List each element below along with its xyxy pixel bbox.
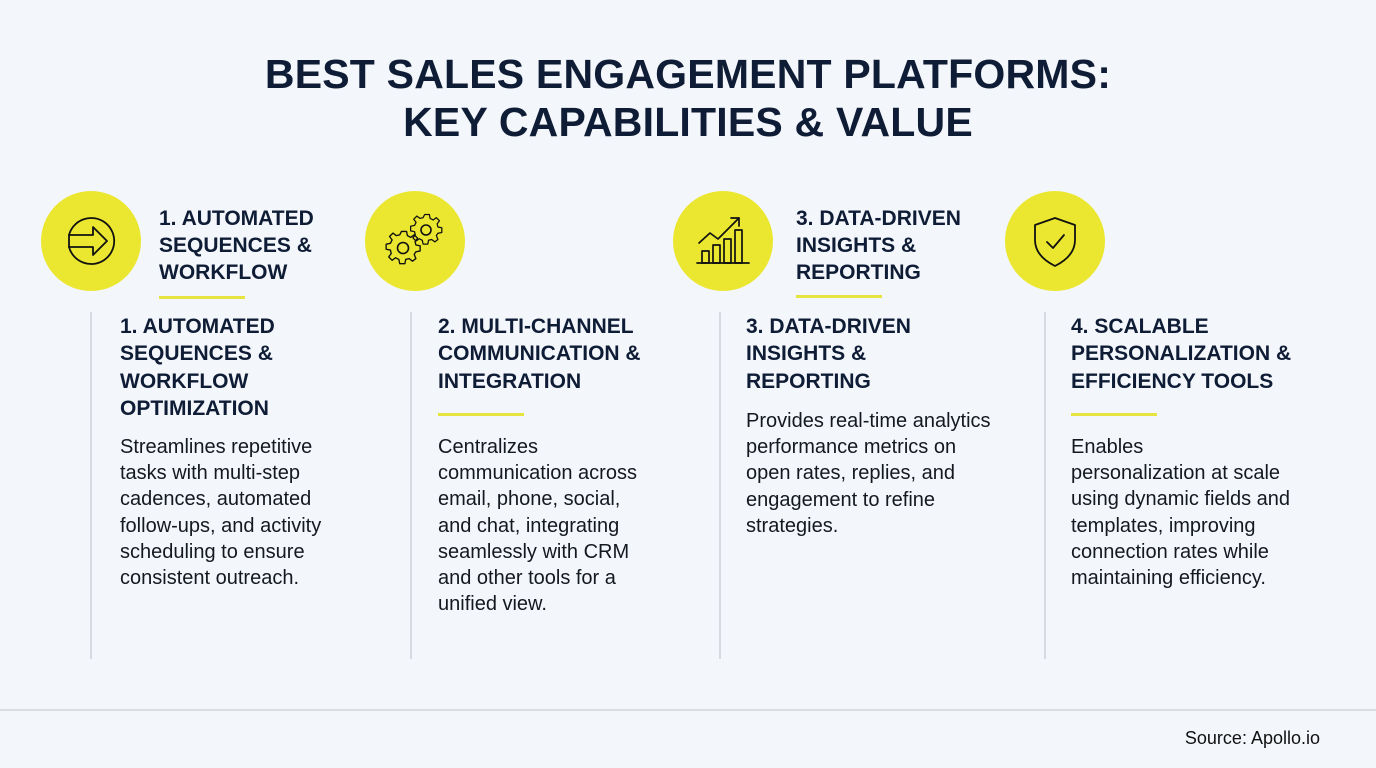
card-4-heading: 4. SCALABLE PERSONALIZATION & EFFICIENCY…: [1071, 313, 1291, 395]
card-1-body-line: Streamlines repetitive: [120, 436, 313, 458]
source-credit: Source: Apollo.io: [1184, 728, 1320, 748]
footer-divider: [0, 709, 1376, 711]
top-label-3-underline: [796, 295, 882, 298]
page-title-line-2: KEY CAPABILITIES & VALUE: [403, 99, 973, 145]
top-label-3-line-2: INSIGHTS &: [796, 234, 917, 257]
icon-circle-4: [1005, 191, 1105, 291]
card-2-heading-line: 2. MULTI-CHANNEL: [438, 315, 634, 338]
card-4-body-line: using dynamic fields and: [1071, 488, 1291, 511]
card-4-body-line: personalization at scale: [1071, 462, 1281, 485]
card-4-heading-line: EFFICIENCY TOOLS: [1071, 369, 1274, 393]
card-2-body-line: unified view.: [438, 593, 547, 616]
page-title-line-1: BEST SALES ENGAGEMENT PLATFORMS:: [264, 51, 1112, 97]
arrow-right-circle-icon: [68, 217, 116, 265]
icon-circle-2: [365, 191, 465, 291]
card-1-body-line: consistent outreach.: [120, 567, 299, 590]
card-4-body-line: templates, improving: [1071, 514, 1256, 537]
page-title: BEST SALES ENGAGEMENT PLATFORMS: KEY CAP…: [0, 50, 1376, 146]
top-label-1-line-3: WORKFLOW: [159, 261, 288, 284]
gears-icon: [385, 213, 443, 265]
card-2-body-line: Centralizes: [438, 436, 539, 458]
card-3-body-line: open rates, replies, and: [746, 462, 956, 485]
card-1-heading-line: SEQUENCES &: [120, 342, 273, 366]
card-1-heading-line: WORKFLOW: [120, 369, 249, 393]
top-label-3-line-1: 3. DATA-DRIVEN: [796, 207, 961, 230]
card-3-heading-line: REPORTING: [746, 369, 871, 393]
card-4-divider: [1044, 312, 1046, 659]
card-2-heading: 2. MULTI-CHANNEL COMMUNICATION & INTEGRA…: [438, 313, 641, 395]
card-3-divider: [719, 312, 721, 659]
icon-circle-1: [41, 191, 141, 291]
card-4-heading-line: 4. SCALABLE: [1071, 315, 1209, 338]
card-4-underline: [1071, 413, 1157, 416]
card-3-heading: 3. DATA-DRIVEN INSIGHTS & REPORTING: [746, 313, 911, 395]
card-4-heading-line: PERSONALIZATION &: [1071, 342, 1292, 366]
card-3-body: Provides real-time analytics performance…: [746, 408, 991, 539]
card-1-heading: 1. AUTOMATED SEQUENCES & WORKFLOW OPTIMI…: [120, 313, 275, 423]
card-3-body-line: engagement to refine: [746, 488, 936, 511]
top-label-1-line-2: SEQUENCES &: [159, 234, 312, 257]
card-1-body-line: follow-ups, and activity: [120, 514, 322, 537]
card-2-heading-line: COMMUNICATION &: [438, 342, 641, 366]
card-2-body-line: seamlessly with CRM: [438, 540, 630, 563]
card-1-heading-line: 1. AUTOMATED: [120, 315, 275, 338]
card-2-divider: [410, 312, 412, 659]
card-2-body-line: and chat, integrating: [438, 514, 620, 537]
bar-chart-trend-icon: [696, 217, 750, 264]
shield-check-icon: [1034, 217, 1076, 267]
card-1-body-line: scheduling to ensure: [120, 540, 305, 563]
card-3-heading-line: INSIGHTS &: [746, 342, 867, 366]
top-label-3: 3. DATA-DRIVEN INSIGHTS & REPORTING: [796, 205, 961, 286]
card-2-body-line: email, phone, social,: [438, 488, 621, 511]
icon-circle-3: [673, 191, 773, 291]
card-1-body-line: tasks with multi-step: [120, 462, 301, 485]
card-2-underline: [438, 413, 524, 416]
top-label-3-line-3: REPORTING: [796, 261, 921, 284]
card-2-heading-line: INTEGRATION: [438, 369, 582, 393]
card-1-divider: [90, 312, 92, 659]
card-1-body-line: cadences, automated: [120, 488, 312, 511]
card-2-body-line: communication across: [438, 462, 637, 485]
card-3-heading-line: 3. DATA-DRIVEN: [746, 315, 911, 338]
card-2-body-line: and other tools for a: [438, 567, 616, 590]
card-4-body-line: connection rates while: [1071, 540, 1269, 563]
card-3-body-line: Provides real-time analytics: [746, 410, 991, 432]
top-label-1-line-1: 1. AUTOMATED: [159, 207, 314, 230]
card-4-body-line: Enables: [1071, 436, 1144, 458]
card-2-body: Centralizes communication across email, …: [438, 434, 637, 617]
card-3-body-line: performance metrics on: [746, 436, 957, 459]
card-1-heading-line: OPTIMIZATION: [120, 397, 269, 421]
card-4-body-line: maintaining efficiency.: [1071, 567, 1266, 590]
card-4-body: Enables personalization at scale using d…: [1071, 434, 1290, 591]
card-1-body: Streamlines repetitive tasks with multi-…: [120, 434, 321, 591]
top-label-1: 1. AUTOMATED SEQUENCES & WORKFLOW: [159, 205, 314, 286]
top-label-1-underline: [159, 296, 245, 299]
card-3-body-line: strategies.: [746, 514, 839, 537]
